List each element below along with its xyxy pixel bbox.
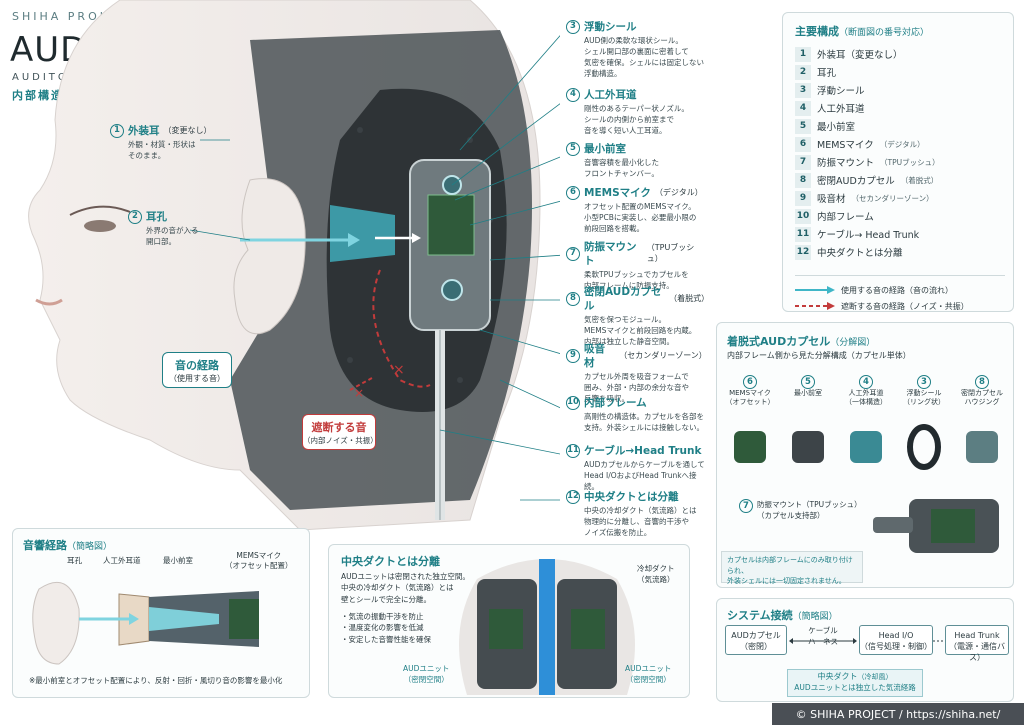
exploded-view-panel: 着脱式AUDカプセル（分解図） 内部フレーム側から見た分解構成（カプセル単体） … [716, 322, 1014, 588]
sound-path-label: 音の経路 （使用する音） [162, 352, 232, 388]
duct-bullet: ・温度変化の影響を低減 [341, 623, 424, 633]
duct-cross-section [459, 559, 635, 695]
system-connection-panel: システム接続（簡略図） AUDカプセル （密閉） ケーブル ハーネス Head … [716, 598, 1014, 702]
duct-title: 中央ダクトとは分離 [341, 555, 440, 568]
legend-arrow-blocked: 遮断する音の経路（ノイズ・共振） [795, 297, 969, 315]
central-duct-panel: 中央ダクトとは分離 AUDユニットは密閉された独立空間。 中央の冷却ダクト（気流… [328, 544, 690, 698]
exploded-title: 着脱式AUDカプセル（分解図） [727, 335, 876, 348]
duct-bullet: ・安定した音響性能を確保 [341, 634, 431, 644]
exploded-mount-callout: 7 防振マウント（TPUブッシュ） （カプセル支持部） [739, 499, 862, 521]
system-title: システム接続（簡略図） [727, 609, 838, 622]
legend-arrow-used: 使用する音の経路（音の流れ） [795, 281, 953, 299]
svg-text:×: × [393, 362, 405, 378]
acoustic-label-ear-hole: 耳孔 [67, 556, 82, 565]
svg-text:×: × [354, 386, 364, 400]
system-cable-label: ケーブル ハーネス [808, 626, 838, 647]
acoustic-label-mems: MEMSマイク （オフセット配置） [225, 551, 293, 570]
artificial-ear-canal [330, 205, 395, 262]
duct-aud-right-label: AUDユニット （密閉空間） [625, 664, 672, 684]
duct-bullet: ・気流の振動干渉を防止 [341, 612, 424, 621]
exploded-note: カプセルは内部フレームにのみ取り付けられ、 外装シェルには一切固定されません。 [721, 551, 863, 585]
acoustic-title: 音響経路（簡略図） [23, 539, 113, 552]
acoustic-note: ※最小前室とオフセット配置により、反射・回折・風切り音の影響を最小化 [29, 676, 283, 685]
system-head-io-box: Head I/O （信号処理・制御） [859, 625, 933, 655]
capsule-assembly-icon [873, 499, 999, 553]
duct-bullets: ・気流の振動干渉を防止・温度変化の影響を低減・安定した音響性能を確保 [341, 611, 431, 645]
system-central-duct-box: 中央ダクト（冷却風） AUDユニットとは独立した気流経路 [787, 669, 923, 697]
duct-cooling-label: 冷却ダクト （気流路） [637, 564, 675, 584]
system-arrow-2 [933, 640, 945, 642]
duct-desc: AUDユニットは密閉された独立空間。 中央の冷却ダクト（気流路）とは 壁とシール… [341, 572, 470, 604]
legend-title: 主要構成（断面図の番号対応） [795, 25, 930, 38]
acoustic-path-panel: 音響経路（簡略図） 耳孔 人工外耳道 最小前室 MEMSマイク （オフセット配置… [12, 528, 310, 698]
system-link-arrow [789, 638, 857, 644]
system-head-trunk-box: Head Trunk （電源・通信バス） [945, 625, 1009, 662]
blocked-sound-label: 遮断する音 （内部ノイズ・共振） [302, 414, 378, 450]
acoustic-label-prechamber: 最小前室 [163, 556, 193, 565]
exploded-subtitle: 内部フレーム側から見た分解構成（カプセル単体） [727, 351, 911, 360]
system-aud-capsule-box: AUDカプセル （密閉） [725, 625, 787, 655]
outer-ear [233, 178, 306, 335]
head-cross-section-illustration: × × [28, 0, 560, 530]
acoustic-path-diagram [32, 581, 259, 665]
credit-bar: © SHIHA PROJECT / https://shiha.net/ [772, 703, 1024, 725]
duct-aud-left-label: AUDユニット （密閉空間） [403, 664, 450, 684]
acoustic-label-canal: 人工外耳道 [103, 556, 141, 565]
